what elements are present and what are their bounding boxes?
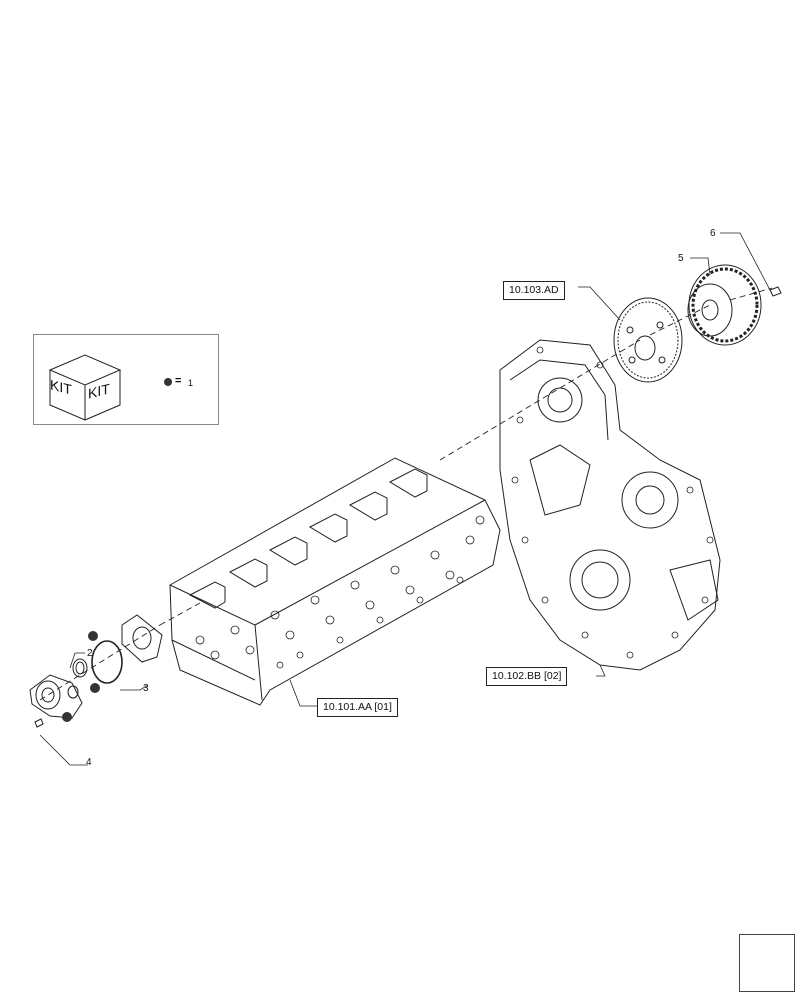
pump-cover-illustration	[29, 674, 83, 719]
callout-2: 2	[87, 648, 93, 659]
cylinder-head-illustration	[169, 457, 501, 706]
legend-equals: =	[175, 375, 182, 387]
reference-gear-train[interactable]: 10.103.AD	[503, 281, 565, 300]
navigation-return-button[interactable]	[739, 934, 795, 992]
callout-6: 6	[710, 228, 716, 239]
seal-illustration	[72, 658, 88, 678]
kit-marker-dot	[90, 683, 100, 693]
drive-gear-illustration	[687, 264, 762, 346]
adapter-plate-illustration	[121, 614, 163, 663]
callout-5: 5	[678, 253, 684, 264]
timing-housing-illustration	[499, 339, 721, 671]
reference-timing-housing[interactable]: 10.102.BB [02]	[486, 667, 568, 686]
kit-markers	[62, 631, 100, 722]
legend-quantity: 1	[188, 378, 194, 388]
bolt-illustration	[769, 286, 782, 297]
kit-box-icon	[48, 354, 122, 421]
callout-3: 3	[143, 683, 149, 694]
camshaft-gear-illustration	[613, 297, 683, 383]
kit-dot-icon	[164, 378, 172, 386]
kit-legend-panel: KIT KIT = 1	[33, 334, 219, 425]
callout-4: 4	[86, 757, 92, 768]
o-ring-illustration	[91, 640, 123, 684]
reference-cylinder-head[interactable]: 10.101.AA [01]	[317, 698, 398, 717]
kit-marker-dot	[62, 712, 72, 722]
kit-marker-dot	[88, 631, 98, 641]
